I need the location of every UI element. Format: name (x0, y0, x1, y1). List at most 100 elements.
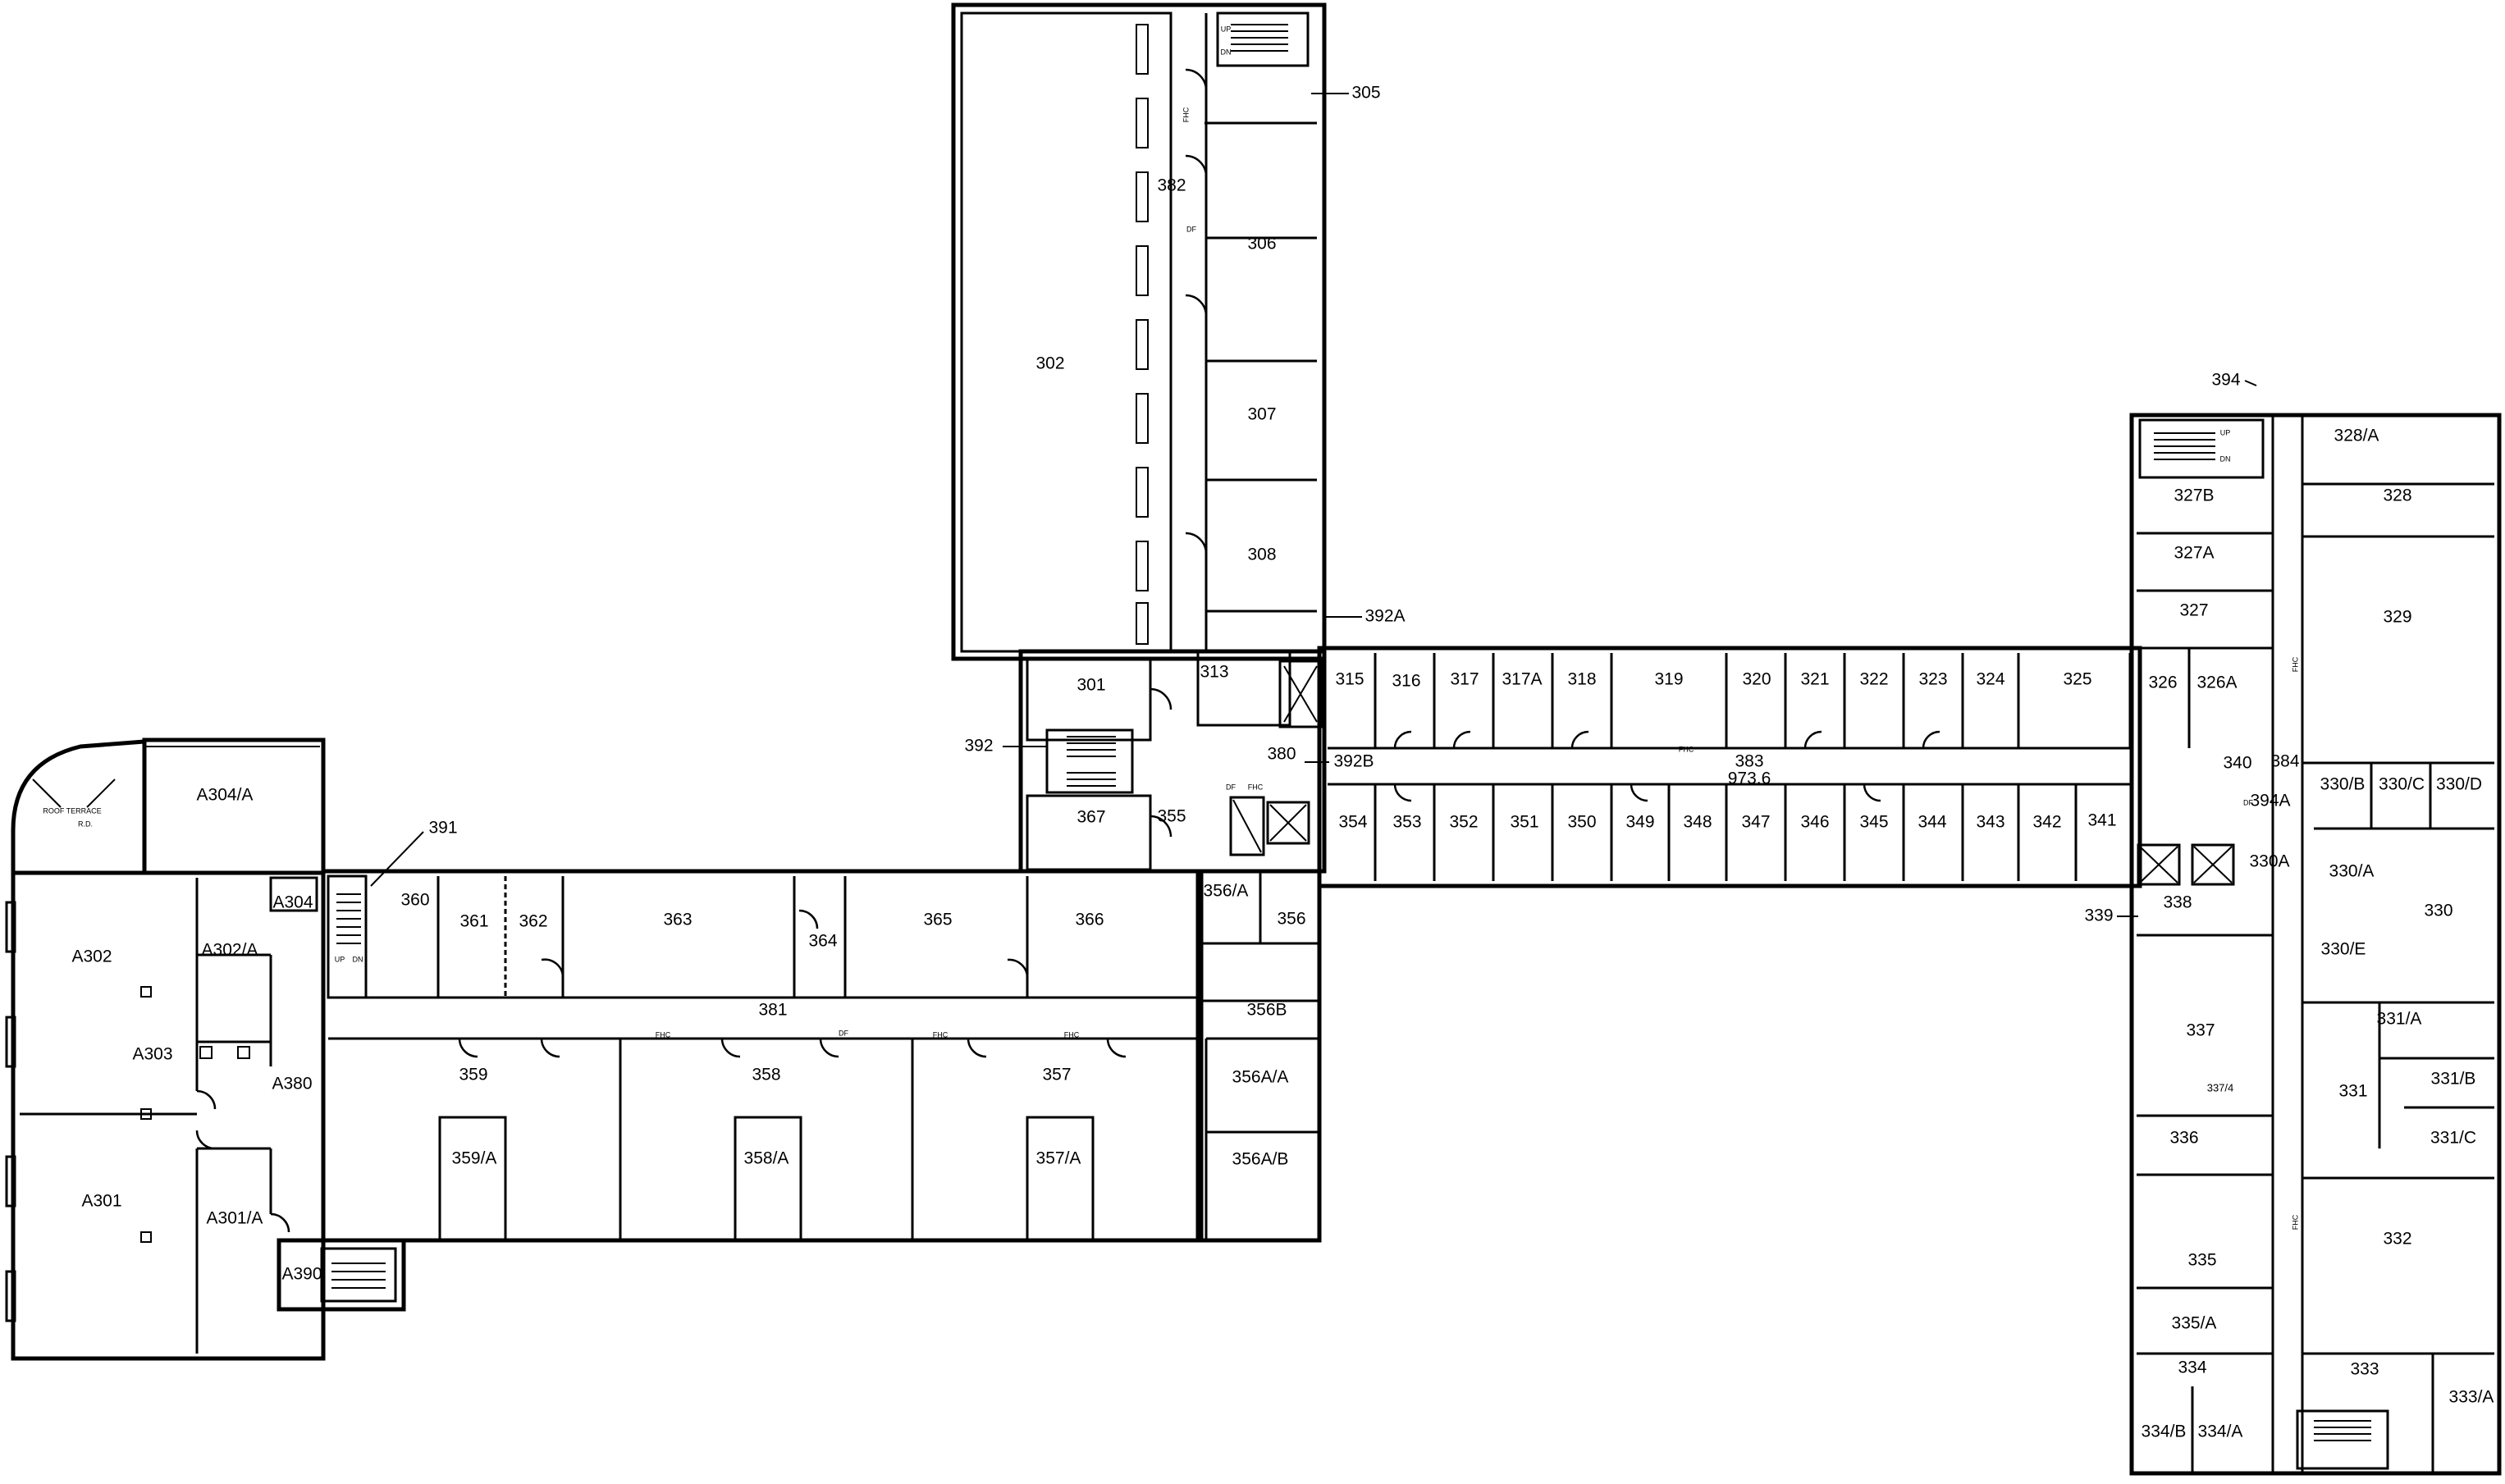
door-icon (540, 1038, 560, 1058)
door-icon (1185, 68, 1208, 91)
room-316: 316 (1392, 672, 1420, 691)
room-306: 306 (1247, 235, 1276, 253)
room-A302: A302 (71, 947, 112, 966)
room-349: 349 (1625, 813, 1654, 832)
room-337-4: 337/4 (2207, 1081, 2234, 1094)
door-icon (1393, 783, 1412, 802)
room-334A: 334/A (2198, 1422, 2243, 1441)
stair-north: UP DN (1216, 11, 1310, 67)
fhc-label: FHC (2291, 656, 2299, 672)
room-360: 360 (400, 891, 429, 910)
fhc-label: FHC (1064, 1030, 1080, 1039)
room-347: 347 (1741, 813, 1770, 832)
door-icon (798, 909, 819, 929)
door-icon (1150, 815, 1173, 838)
fhc-label: FHC (1248, 783, 1264, 791)
door-icon (1452, 730, 1471, 749)
room-330D: 330/D (2436, 775, 2482, 794)
door-icon (1570, 730, 1589, 749)
north-wing: UP DN FHC DF 302 305 382 306 307 308 (951, 2, 1381, 661)
room-357: 357 (1042, 1066, 1071, 1084)
room-330A: 330A (2249, 852, 2289, 871)
room-364: 364 (808, 932, 837, 951)
room-358A: 358/A (744, 1149, 789, 1168)
room-324: 324 (1976, 670, 2004, 689)
room-350: 350 (1567, 813, 1596, 832)
room-320: 320 (1742, 670, 1771, 689)
room-325: 325 (2063, 670, 2091, 689)
room-301: 301 (1077, 676, 1105, 695)
door-icon (1106, 1038, 1127, 1058)
fhc-label: FHC (933, 1030, 949, 1039)
door-icon (1007, 958, 1029, 979)
room-355: 355 (1157, 807, 1186, 826)
room-330-A: 330/A (2329, 862, 2375, 881)
central-core: 301 313 392A 392 380 392B 367 355 DF FHC (964, 607, 1406, 874)
rd-label: R.D. (78, 820, 93, 828)
room-394: 394 (2211, 371, 2240, 390)
door-icon (196, 1089, 217, 1110)
room-342: 342 (2032, 813, 2061, 832)
room-345: 345 (1859, 813, 1888, 832)
room-358: 358 (752, 1066, 780, 1084)
room-331C: 331/C (2430, 1129, 2476, 1148)
room-380: 380 (1267, 745, 1296, 764)
fhc-label: FHC (1679, 745, 1694, 753)
east-west-wing: FHC 315 316 317 317A 318 319 320 321 322… (1317, 646, 2142, 888)
room-327A: 327A (2174, 544, 2214, 563)
room-319: 319 (1654, 670, 1683, 689)
room-302: 302 (1035, 354, 1064, 373)
room-333: 333 (2350, 1360, 2379, 1379)
room-331: 331 (2338, 1082, 2367, 1101)
room-A380: A380 (272, 1075, 312, 1094)
room-356: 356 (1277, 910, 1305, 929)
fhc-label: FHC (1182, 107, 1190, 122)
room-335A: 335/A (2172, 1314, 2217, 1333)
room-384: 384 (2270, 752, 2299, 771)
door-icon (458, 1038, 478, 1058)
room-322: 322 (1859, 670, 1888, 689)
room-357A: 357/A (1036, 1149, 1081, 1168)
room-362: 362 (519, 912, 547, 931)
elevation-label: 973.6 (1728, 769, 1771, 788)
stair-dn-label: DN (1221, 48, 1232, 56)
room-366: 366 (1075, 911, 1104, 929)
room-339: 339 (2084, 906, 2113, 925)
room-356A-A: 356A/A (1232, 1068, 1289, 1087)
room-334: 334 (2178, 1358, 2206, 1377)
room-346: 346 (1800, 813, 1829, 832)
room-A302A: A302/A (202, 941, 258, 960)
room-348: 348 (1683, 813, 1712, 832)
room-359A: 359/A (452, 1149, 497, 1168)
room-336: 336 (2169, 1129, 2198, 1148)
room-383: 383 (1735, 752, 1763, 771)
room-313: 313 (1200, 663, 1228, 682)
door-icon (720, 1038, 741, 1058)
room-326A: 326A (2196, 674, 2237, 692)
annex-wing: ROOF TERRACE R.D. A304/A A304 A302 A3 (5, 737, 406, 1361)
door-icon (1185, 154, 1208, 177)
south-rooms (1374, 784, 2078, 881)
room-394A: 394A (2250, 792, 2290, 810)
room-A390: A390 (281, 1265, 322, 1284)
door-icon (1863, 783, 1881, 802)
room-327B: 327B (2174, 486, 2214, 505)
east-wing: UP DN 394 (2084, 371, 2502, 1476)
room-A304A: A304/A (197, 786, 254, 805)
room-392A: 392A (1364, 607, 1405, 626)
room-382: 382 (1157, 176, 1186, 195)
door-icon (967, 1038, 987, 1058)
room-315: 315 (1335, 670, 1364, 689)
df-label: DF (2243, 798, 2253, 806)
room-A303: A303 (132, 1045, 172, 1064)
door-icon (1150, 687, 1173, 710)
room-335: 335 (2187, 1251, 2216, 1270)
door-icon (1185, 532, 1208, 555)
block-356: 356/A 356 356B 356A/A 356A/B (1195, 869, 1322, 1243)
room-323: 323 (1918, 670, 1947, 689)
room-359: 359 (459, 1066, 487, 1084)
room-328A: 328/A (2334, 427, 2379, 445)
room-327: 327 (2179, 601, 2208, 620)
room-365: 365 (923, 911, 952, 929)
room-330E: 330/E (2321, 940, 2366, 959)
